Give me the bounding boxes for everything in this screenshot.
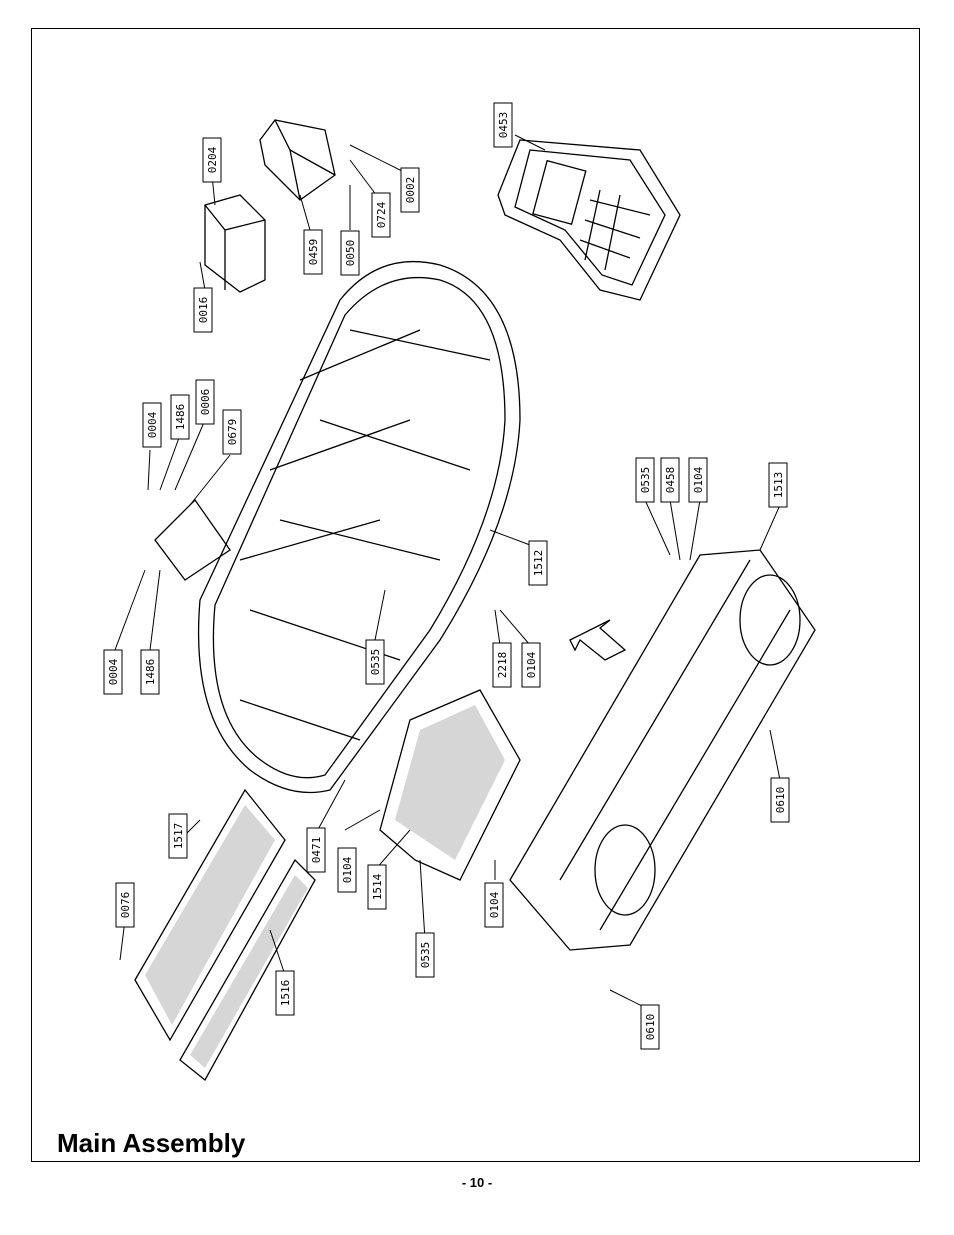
part-label-0004-bottom: 0004 [103,649,123,695]
svg-text:0535: 0535 [369,649,382,676]
svg-text:0002: 0002 [404,177,417,204]
svg-text:1512: 1512 [532,550,545,577]
svg-text:0006: 0006 [199,389,212,416]
drawing-frame [31,28,920,1162]
svg-text:2218: 2218 [496,652,509,679]
svg-text:0050: 0050 [344,240,357,267]
svg-text:0724: 0724 [375,201,388,228]
svg-text:0679: 0679 [226,419,239,446]
floor-plate-1517-part [134,788,286,1042]
part-label-0453: 0453 [493,102,513,148]
svg-text:0104: 0104 [692,466,705,493]
part-label-0016: 0016 [193,287,213,333]
svg-text:0535: 0535 [639,467,652,494]
svg-text:0610: 0610 [774,787,787,814]
battery-box-part [204,194,266,293]
part-label-0104-frame: 0104 [521,642,541,688]
part-label-0679: 0679 [222,409,242,455]
part-label-0006: 0006 [195,379,215,425]
svg-text:0535: 0535 [419,942,432,969]
part-label-0104-floor: 0104 [484,882,504,928]
part-label-0459: 0459 [303,229,323,275]
svg-text:0004: 0004 [107,658,120,685]
main-frame-part [197,261,521,794]
part-label-0104-plate: 0104 [337,847,357,893]
svg-text:0458: 0458 [664,467,677,494]
part-label-2218: 2218 [492,642,512,688]
part-label-1513: 1513 [768,462,788,508]
svg-text:0453: 0453 [497,112,510,139]
svg-text:0004: 0004 [146,411,159,438]
part-label-1512: 1512 [528,540,548,586]
svg-text:0076: 0076 [119,892,132,919]
svg-text:1513: 1513 [772,472,785,499]
part-label-0204: 0204 [202,137,222,183]
part-label-0004-top: 0004 [142,402,162,448]
svg-text:0204: 0204 [206,146,219,173]
floor-plate-1516-part [179,858,316,1081]
part-label-0050: 0050 [340,230,360,276]
part-label-0471: 0471 [306,827,326,873]
part-label-0076: 0076 [115,882,135,928]
svg-text:1486: 1486 [174,404,187,431]
page-title: Main Assembly [57,1128,246,1158]
seat-part [497,139,681,301]
svg-text:0459: 0459 [307,239,320,266]
svg-text:0610: 0610 [644,1014,657,1041]
svg-text:0104: 0104 [341,856,354,883]
part-label-0104-shroud: 0104 [688,457,708,503]
front-shroud-part [509,549,816,951]
page-number: - 10 - [461,1175,493,1190]
svg-text:1517: 1517 [172,823,185,850]
part-label-1514: 1514 [367,864,387,910]
svg-text:1516: 1516 [279,980,292,1007]
svg-text:0016: 0016 [197,297,210,324]
svg-text:0104: 0104 [525,651,538,678]
part-label-0002: 0002 [400,167,420,213]
part-label-0724: 0724 [371,192,391,238]
svg-text:1514: 1514 [371,873,384,900]
direction-arrow [569,619,627,661]
part-label-0535-frame: 0535 [365,639,385,685]
part-label-1516: 1516 [275,970,295,1016]
svg-text:0471: 0471 [310,837,323,864]
svg-text:0104: 0104 [488,891,501,918]
part-label-0535-floor: 0535 [415,932,435,978]
part-label-0610-right: 0610 [770,777,790,823]
svg-text:1486: 1486 [144,659,157,686]
part-label-1486-bottom: 1486 [140,649,160,695]
part-label-1486-top: 1486 [170,394,190,440]
cover-plate-part [154,498,231,581]
battery-cover-part [259,119,336,201]
part-label-1517: 1517 [168,813,188,859]
part-label-0535-shroud: 0535 [635,457,655,503]
part-label-0610-bottom: 0610 [640,1004,660,1050]
floor-plate-1514-part [379,689,521,881]
part-label-0458: 0458 [660,457,680,503]
